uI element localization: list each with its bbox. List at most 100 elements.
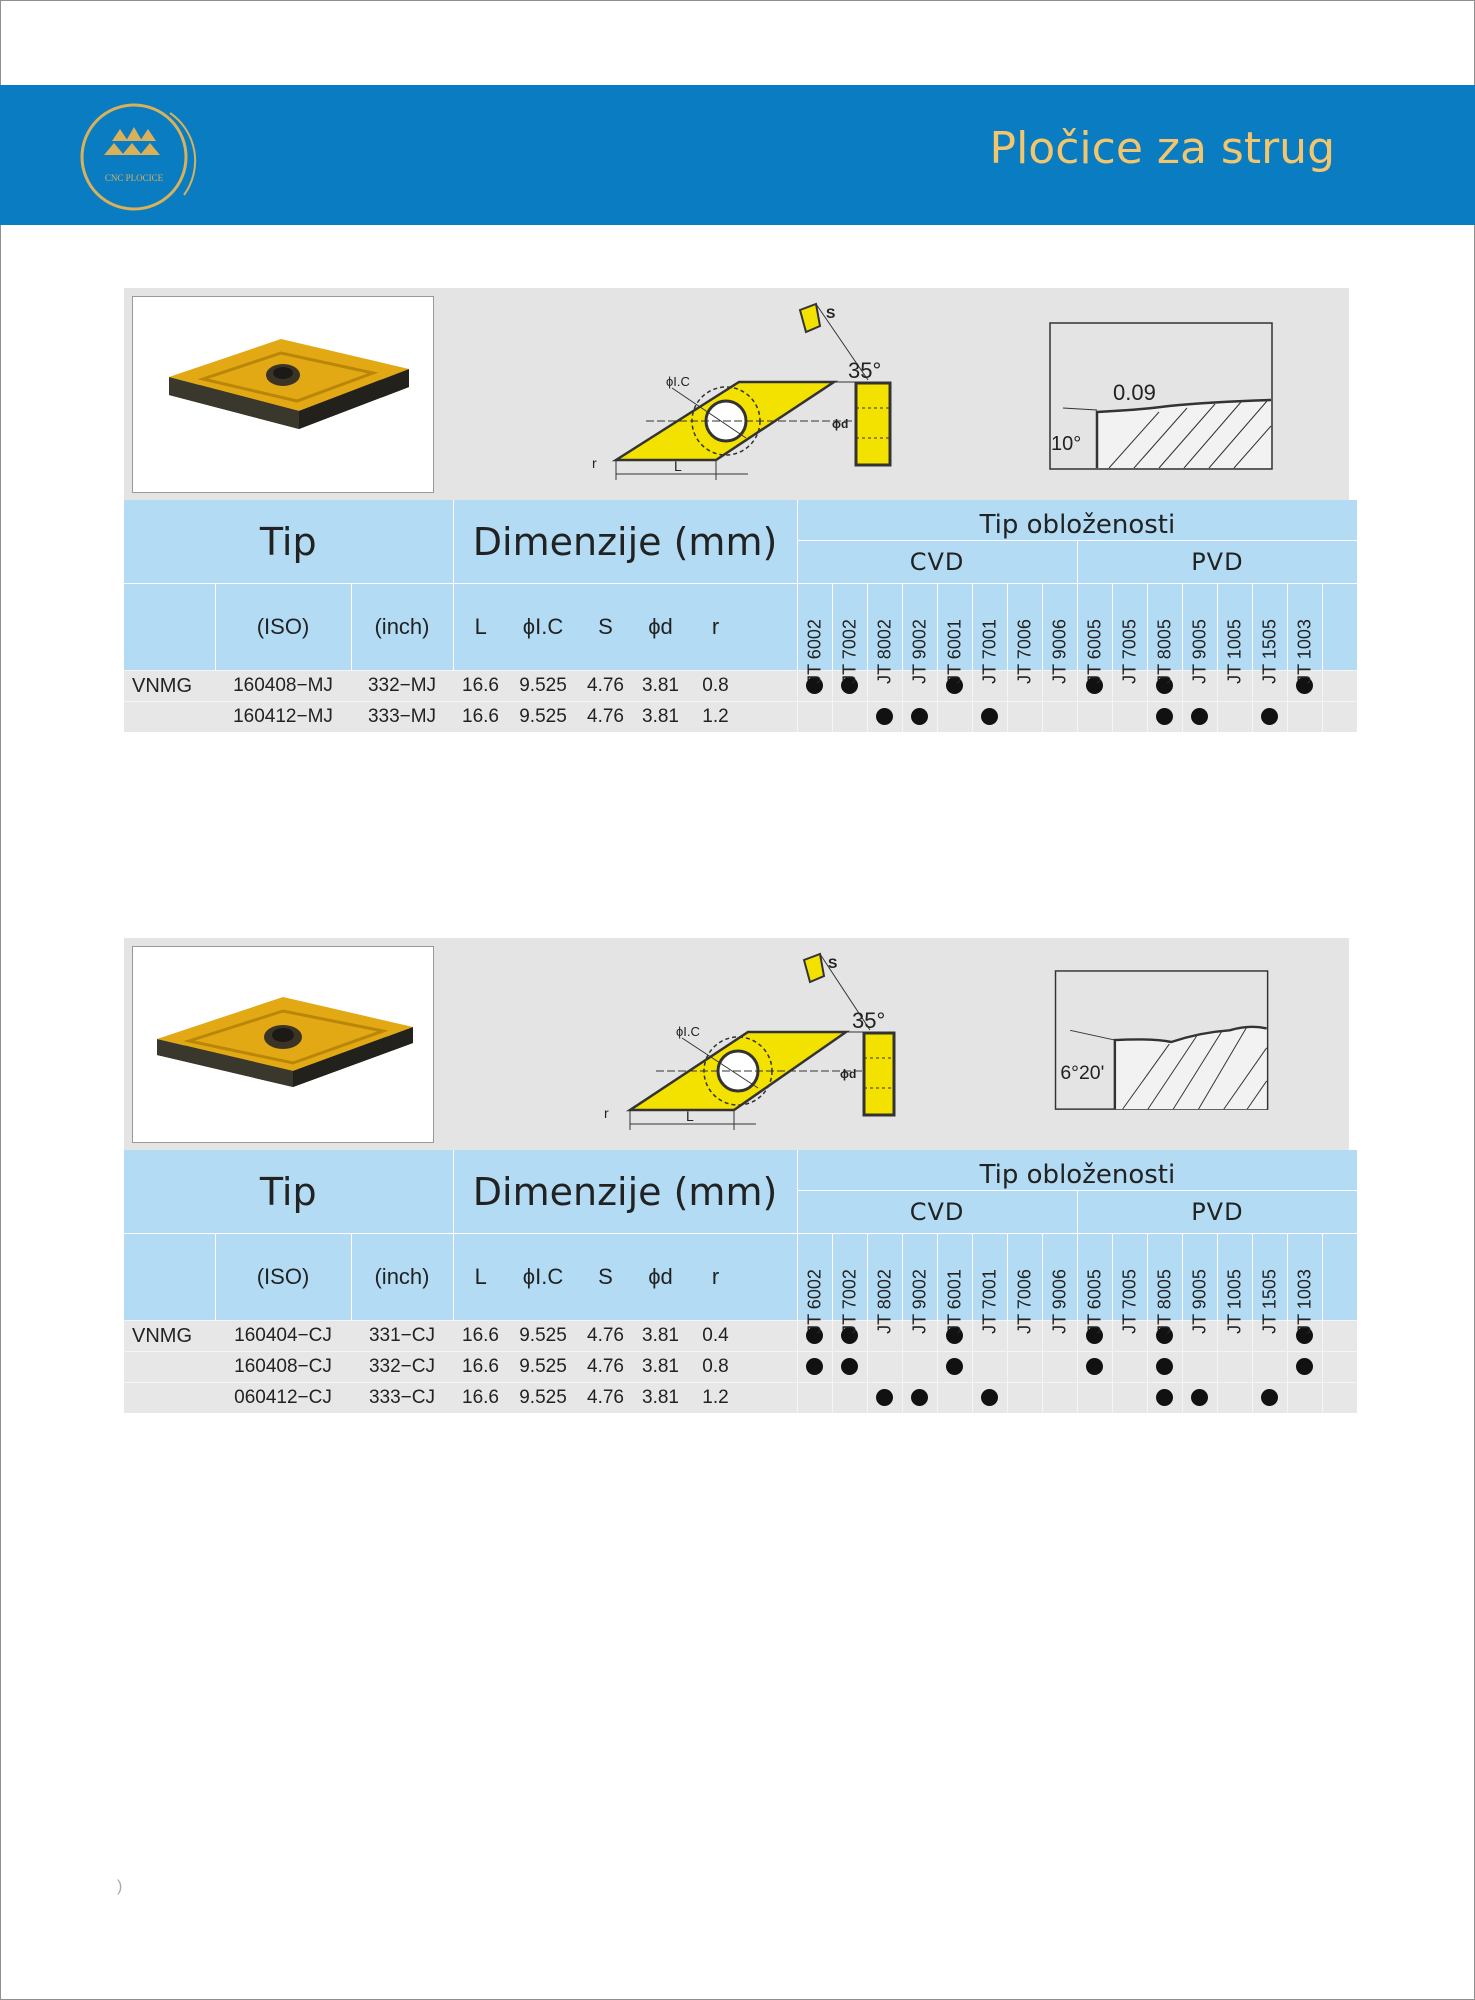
svg-text:ϕd: ϕd: [832, 417, 848, 431]
svg-text:r: r: [592, 455, 597, 471]
grade-cell: [1041, 1382, 1078, 1413]
d-header: ϕd: [633, 1233, 688, 1321]
s-header: S: [578, 583, 633, 671]
grade-cell: [936, 1351, 973, 1383]
grade-cell: [796, 670, 833, 702]
grade-cell: [936, 1320, 973, 1352]
grade-header: JT 6005: [1076, 1233, 1113, 1334]
grade-header: JT 6002: [796, 583, 833, 684]
type-cell: [124, 1382, 215, 1413]
availability-dot: [1086, 1327, 1104, 1345]
spec-table: Tip Dimenzije (mm) Tip obloženosti CVD P…: [124, 500, 1358, 732]
product-block-cj: S ϕI.C 35° L r ϕd: [124, 938, 1358, 1413]
grade-cell: [1216, 701, 1253, 732]
grade-cell: [1181, 1382, 1218, 1413]
spec-table: Tip Dimenzije (mm) Tip obloženosti CVD P…: [124, 1150, 1358, 1413]
availability-dot: [1156, 677, 1174, 695]
grade-cell: [971, 1382, 1008, 1413]
grade-cell: [1146, 1351, 1183, 1383]
availability-dot: [981, 1389, 999, 1407]
svg-text:ϕd: ϕd: [840, 1067, 856, 1081]
subheader-row: (ISO) (inch) L ϕI.C S ϕd r JT 6002 JT 70…: [124, 1233, 1358, 1334]
grade-header: JT 6001: [936, 583, 973, 684]
grade-header: JT 9005: [1181, 583, 1218, 684]
r-header: r: [688, 1233, 743, 1321]
grade-cell: [1111, 701, 1148, 732]
availability-dot: [911, 1389, 929, 1407]
grade-header: JT 7005: [1111, 1233, 1148, 1334]
availability-dot: [806, 677, 824, 695]
grade-header: JT 9006: [1041, 583, 1078, 684]
grade-cell: [1006, 670, 1043, 702]
grade-header: JT 9002: [901, 1233, 938, 1334]
grade-cell: [1076, 1382, 1113, 1413]
grade-cell: [1041, 670, 1078, 702]
dimensions-header: Dimenzije (mm): [452, 1150, 798, 1234]
availability-dot: [806, 1327, 824, 1345]
grade-header: JT 1003: [1286, 583, 1323, 684]
grade-cell: [971, 670, 1008, 702]
grade-cell: [1286, 670, 1323, 702]
svg-text:ϕI.C: ϕI.C: [666, 374, 690, 389]
availability-dot: [946, 1358, 964, 1376]
grade-cell: [866, 670, 903, 702]
grade-header: JT 8005: [1146, 583, 1183, 684]
svg-text:35°: 35°: [852, 1008, 885, 1033]
svg-text:6°20': 6°20': [1060, 1062, 1104, 1084]
grade-cell: [1041, 1351, 1078, 1383]
grade-cell: [971, 1320, 1008, 1352]
l-header: L: [452, 583, 508, 671]
availability-dot: [1261, 1389, 1279, 1407]
grade-cell: [796, 701, 833, 732]
grade-cell: [901, 1351, 938, 1383]
grade-cell: [1076, 670, 1113, 702]
coating-header: Tip obloženosti: [796, 500, 1358, 541]
grade-header: JT 1003: [1286, 1233, 1323, 1334]
tip-header: Tip: [259, 1169, 317, 1214]
grade-cell: [1181, 670, 1218, 702]
grade-cell: [1111, 670, 1148, 702]
page-header: CNC PLOCICE Pločice za strug: [0, 85, 1475, 225]
grade-cell: [831, 1320, 868, 1352]
grade-header: JT 1505: [1251, 1233, 1288, 1334]
grade-cell: [1286, 1351, 1323, 1383]
availability-dot: [1296, 1327, 1314, 1345]
r-cell: 0.8: [688, 670, 743, 702]
svg-text:S: S: [826, 305, 835, 321]
availability-dot: [1296, 1358, 1314, 1376]
grade-cell: [936, 701, 973, 732]
availability-dot: [946, 677, 964, 695]
grade-cell: [1006, 1320, 1043, 1352]
ic-cell: 9.525: [508, 1382, 578, 1413]
grade-header: JT 9006: [1041, 1233, 1078, 1334]
availability-dot: [1156, 1327, 1174, 1345]
insert-photo: [132, 296, 434, 493]
grade-cell: [1181, 1351, 1218, 1383]
grade-cell: [1251, 1382, 1288, 1413]
grade-cell: [1146, 670, 1183, 702]
availability-dot: [1156, 708, 1174, 726]
iso-cell: 160408−CJ: [215, 1351, 351, 1383]
grade-cell: [1286, 1320, 1323, 1352]
product-block-mj: S ϕI.C 35° L r ϕd: [124, 288, 1358, 732]
grade-cell: [796, 1351, 833, 1383]
d-header: ϕd: [633, 583, 688, 671]
grade-cell: [1181, 1320, 1218, 1352]
d-cell: 3.81: [633, 670, 688, 702]
ic-cell: 9.525: [508, 1320, 578, 1352]
grade-cell: [796, 1382, 833, 1413]
availability-dot: [1156, 1358, 1174, 1376]
grade-cell: [1111, 1351, 1148, 1383]
d-cell: 3.81: [633, 701, 688, 732]
grade-cell: [971, 701, 1008, 732]
l-header: L: [452, 1233, 508, 1321]
insert-technical-drawing: S ϕI.C 35° L r ϕd: [592, 302, 892, 480]
availability-dot: [841, 1358, 859, 1376]
grade-cell: [1111, 1320, 1148, 1352]
svg-text:10°: 10°: [1051, 433, 1081, 455]
l-cell: 16.6: [453, 701, 508, 732]
cvd-header: CVD: [796, 540, 1078, 584]
